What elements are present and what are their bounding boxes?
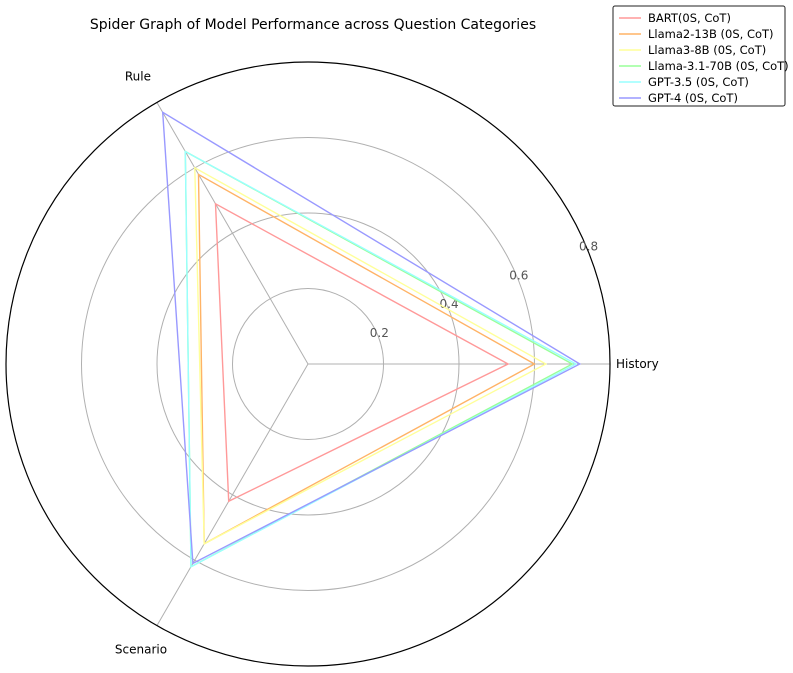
- legend-entry-label: Llama2-13B (0S, CoT): [648, 27, 774, 41]
- legend-frame: [612, 5, 786, 107]
- series-group: [161, 111, 582, 568]
- radar-outer-frame: [5, 61, 611, 667]
- legend-entry-label: Llama3-8B (0S, CoT): [648, 43, 766, 57]
- category-label: Rule: [125, 69, 151, 83]
- r-tick-label: 0.6: [509, 268, 528, 282]
- legend: BART(0S, CoT) Llama2-13B (0S, CoT) Llama3-…: [612, 5, 789, 107]
- spoke-line: [156, 363, 309, 626]
- legend-entry-label: GPT-3.5 (0S, CoT): [648, 75, 749, 89]
- series-line: [184, 150, 574, 568]
- category-label: Scenario: [115, 643, 167, 657]
- legend-entry-label: GPT-4 (0S, CoT): [648, 91, 738, 105]
- series-line: [194, 166, 548, 545]
- spoke-line: [156, 102, 309, 365]
- category-label: History: [616, 357, 659, 371]
- r-tick-label: 0.2: [370, 326, 389, 340]
- series-line: [214, 202, 510, 503]
- legend-entry-label: Llama-3.1-70B (0S, CoT): [648, 59, 789, 73]
- series-line: [161, 111, 582, 565]
- chart-title: Spider Graph of Model Performance across…: [90, 17, 536, 33]
- series-line: [197, 173, 536, 545]
- legend-entry-label: BART(0S, CoT): [648, 11, 731, 25]
- series-line: [184, 150, 578, 568]
- radar-spokes: [156, 102, 610, 626]
- r-tick-label: 0.8: [579, 239, 598, 253]
